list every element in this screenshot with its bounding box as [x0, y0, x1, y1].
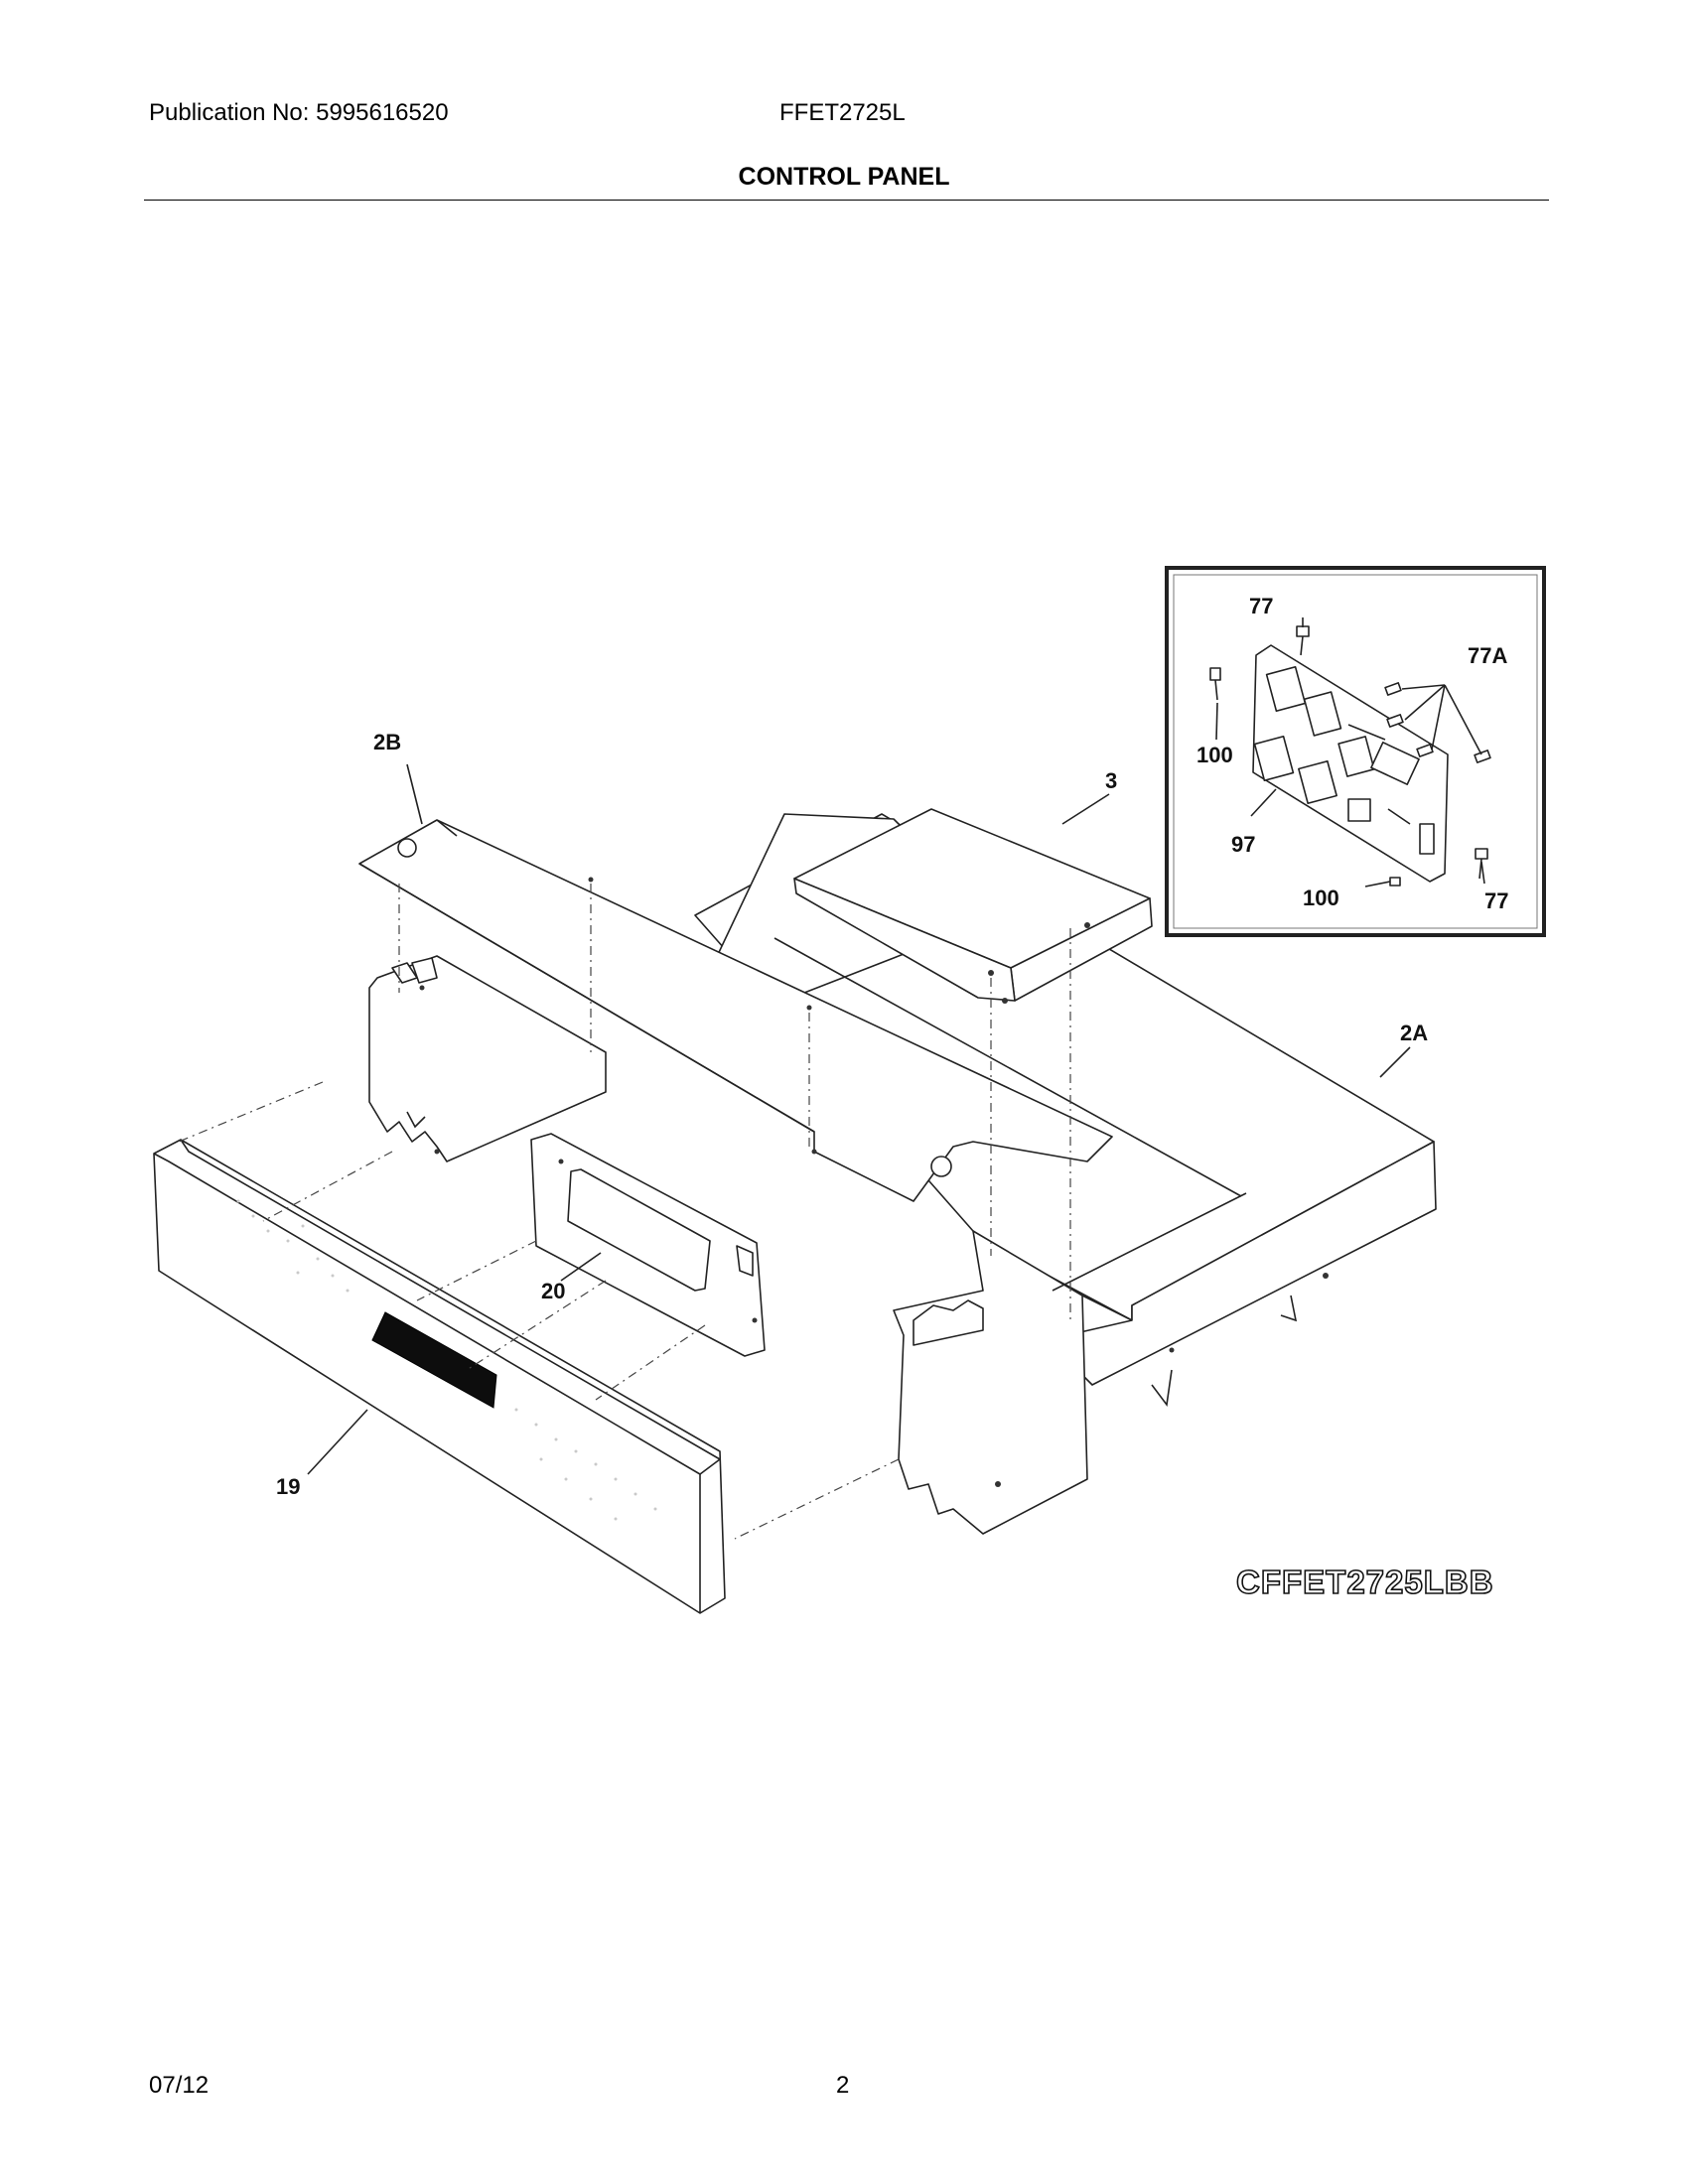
- callout-100-left: 100: [1196, 743, 1233, 767]
- callout-77a: 77A: [1468, 643, 1507, 668]
- leader-19: [307, 1409, 368, 1475]
- callout-2a: 2A: [1400, 1021, 1428, 1045]
- callout-77-bottom: 77: [1484, 888, 1508, 913]
- callout-2b: 2B: [373, 730, 401, 754]
- publication-number: Publication No: 5995616520: [149, 99, 449, 126]
- display-window: [371, 1311, 497, 1409]
- model-number: FFET2725L: [779, 99, 906, 126]
- part-19-front-panel: [153, 1139, 726, 1614]
- footer-date: 07/12: [149, 2072, 210, 2099]
- callout-97: 97: [1231, 832, 1255, 857]
- callout-77-top: 77: [1249, 594, 1273, 618]
- diagram-code: CFFET2725LBB: [1236, 1564, 1494, 1600]
- part-3-board-cover: [793, 808, 1153, 1004]
- callout-20: 20: [541, 1279, 565, 1303]
- screw-icon: [1209, 667, 1221, 701]
- callout-100-bottom: 100: [1303, 886, 1339, 910]
- section-title: CONTROL PANEL: [738, 163, 950, 191]
- header-rule: [144, 200, 1549, 201]
- inset-detail-box: [1165, 566, 1546, 937]
- callout-19: 19: [276, 1474, 300, 1499]
- leader-20: [560, 1252, 602, 1282]
- screw-icon: [1364, 877, 1401, 887]
- page-number: 2: [836, 2072, 850, 2099]
- assembly-guide-lines: [178, 884, 1071, 1540]
- leader-2a: [1379, 1046, 1411, 1078]
- left-side-bracket: [368, 955, 607, 1162]
- part-2b-trim: [358, 819, 1113, 1202]
- leader-3: [1061, 793, 1110, 825]
- callout-3: 3: [1105, 768, 1117, 793]
- leader-2b: [406, 763, 423, 825]
- part-20-display-board: [530, 1133, 766, 1357]
